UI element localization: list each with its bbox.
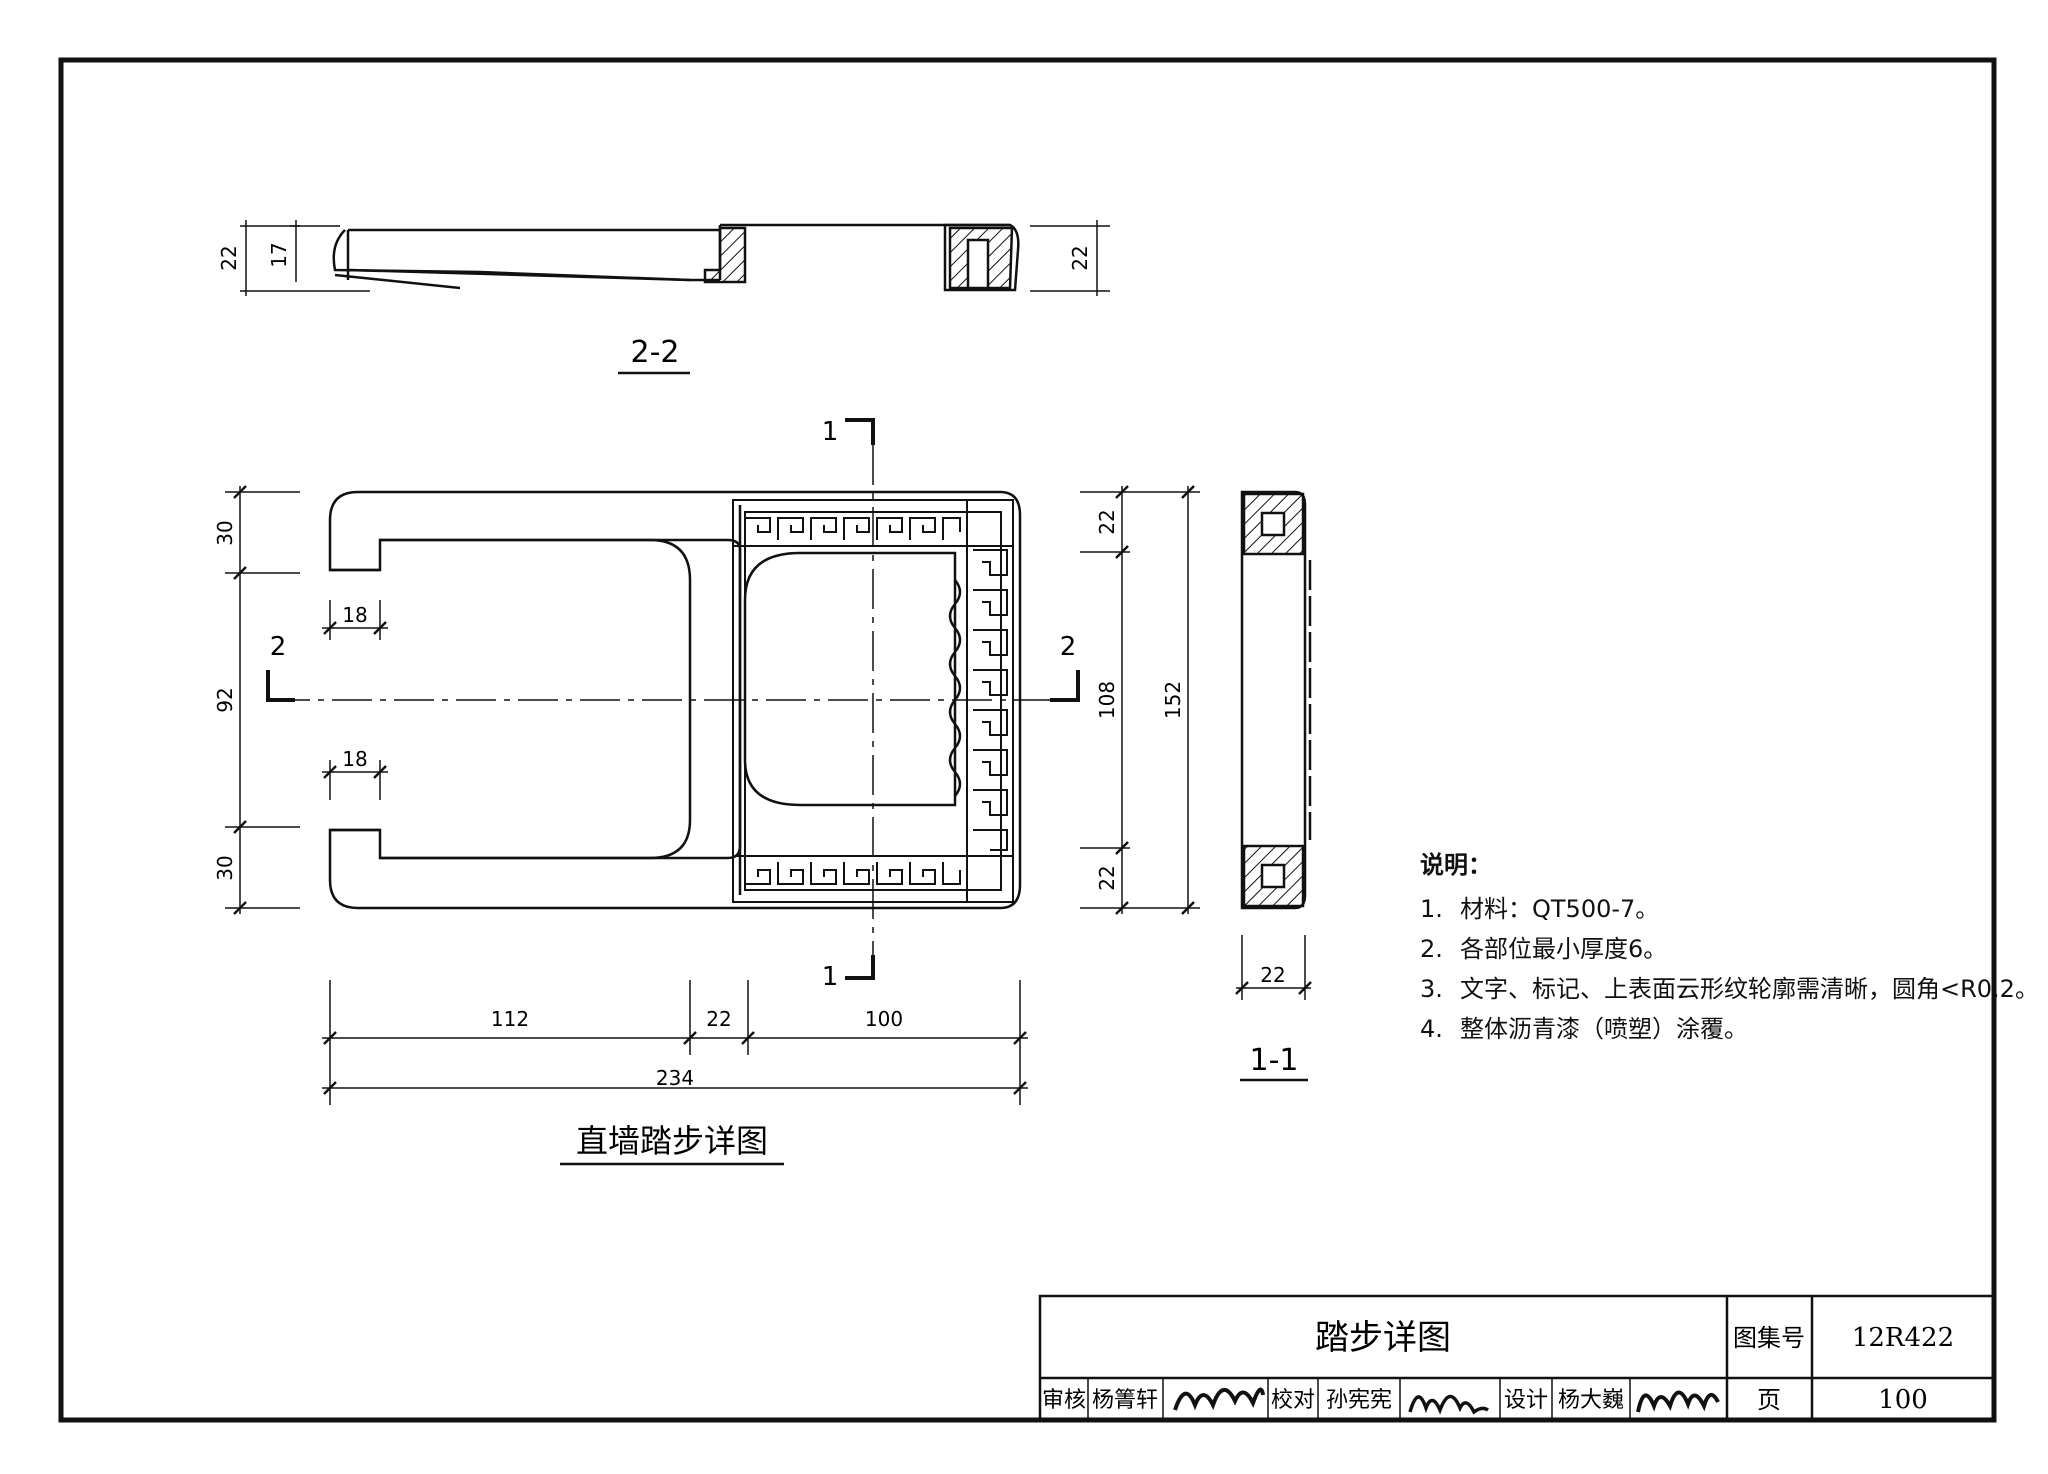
plan-title: 直墙踏步详图: [576, 1122, 768, 1160]
note-text: 文字、标记、上表面云形纹轮廓需清晰，圆角<R0.2。: [1460, 975, 2039, 1003]
note-number: 1.: [1420, 895, 1443, 923]
dim-right-total: 152: [1161, 681, 1185, 719]
note-text: 各部位最小厚度6。: [1460, 935, 1668, 963]
meander-border-pattern: [732, 499, 1014, 903]
section-cut-markers: [266, 418, 1080, 980]
dim-2-2-inner-height: 17: [267, 242, 291, 267]
section-2-2-view: [332, 223, 1020, 292]
atlas-number: 12R422: [1852, 1323, 1954, 1353]
check-label: 校对: [1271, 1388, 1315, 1413]
checker-name: 孙宪宪: [1326, 1388, 1392, 1413]
designer-signature: [1636, 1390, 1720, 1413]
dim-2-2-overall-height: 22: [217, 245, 241, 270]
dim-slot-bottom: 18: [342, 747, 367, 771]
dim-right-top: 22: [1095, 509, 1119, 534]
notes-block: 说明： 1. 材料：QT500-7。 2. 各部位最小厚度6。 3. 文字、标记、上表…: [1420, 845, 2039, 1049]
note-item-3: 3. 文字、标记、上表面云形纹轮廓需清晰，圆角<R0.2。: [1420, 969, 2039, 1009]
dim-gap: 92: [213, 687, 237, 712]
sheet-border: [58, 57, 1997, 1423]
page-label: 页: [1757, 1386, 1781, 1414]
section-2-2-label: 2-2: [631, 335, 680, 370]
note-number: 4.: [1420, 1015, 1443, 1043]
dim-len-grip: 100: [865, 1007, 903, 1031]
cut-1-bottom-label: 1: [822, 962, 839, 992]
note-item-2: 2. 各部位最小厚度6。: [1420, 929, 2039, 969]
section-2-2-dimensions: [240, 220, 1110, 296]
notes-heading: 说明：: [1420, 851, 1492, 879]
note-number: 2.: [1420, 935, 1443, 963]
note-number: 3.: [1420, 975, 1443, 1003]
review-label: 审核: [1042, 1388, 1086, 1413]
drawing-title: 踏步详图: [1315, 1318, 1451, 1358]
designer-name: 杨大巍: [1558, 1388, 1624, 1413]
dim-len-open: 112: [491, 1007, 529, 1031]
section-1-1-view: [1240, 490, 1312, 910]
section-1-1-label: 1-1: [1250, 1043, 1299, 1078]
plan-centerlines: [270, 445, 1080, 960]
checker-signature: [1408, 1394, 1489, 1415]
dim-right-bottom: 22: [1095, 865, 1119, 890]
dim-top-arm: 30: [213, 520, 237, 545]
dim-1-1-width: 22: [1260, 963, 1285, 987]
dim-bottom-arm: 30: [213, 855, 237, 880]
page-number: 100: [1878, 1385, 1928, 1415]
section-1-1-dimension: [1235, 935, 1312, 1000]
dim-slot-top: 18: [342, 603, 367, 627]
note-text: 材料：QT500-7。: [1460, 895, 1660, 923]
dim-right-mid: 108: [1095, 681, 1119, 719]
dim-2-2-right-height: 22: [1068, 245, 1092, 270]
dim-len-rib: 22: [706, 1007, 731, 1031]
note-item-4: 4. 整体沥青漆（喷塑）涂覆。: [1420, 1009, 2039, 1049]
dim-len-total: 234: [656, 1066, 694, 1090]
note-item-1: 1. 材料：QT500-7。: [1420, 889, 2039, 929]
cut-2-left-label: 2: [270, 632, 287, 662]
plan-dimension-lines: [225, 486, 1200, 1105]
note-text: 整体沥青漆（喷塑）涂覆。: [1460, 1015, 1748, 1043]
cut-1-top-label: 1: [822, 417, 839, 447]
design-label: 设计: [1504, 1388, 1548, 1413]
cut-2-right-label: 2: [1060, 632, 1077, 662]
dimension-ticks: [233, 485, 1195, 1095]
title-block-grid: [1038, 1294, 1996, 1422]
atlas-label: 图集号: [1733, 1324, 1805, 1352]
reviewer-signature: [1173, 1387, 1265, 1411]
reviewer-name: 杨箐轩: [1092, 1388, 1158, 1413]
